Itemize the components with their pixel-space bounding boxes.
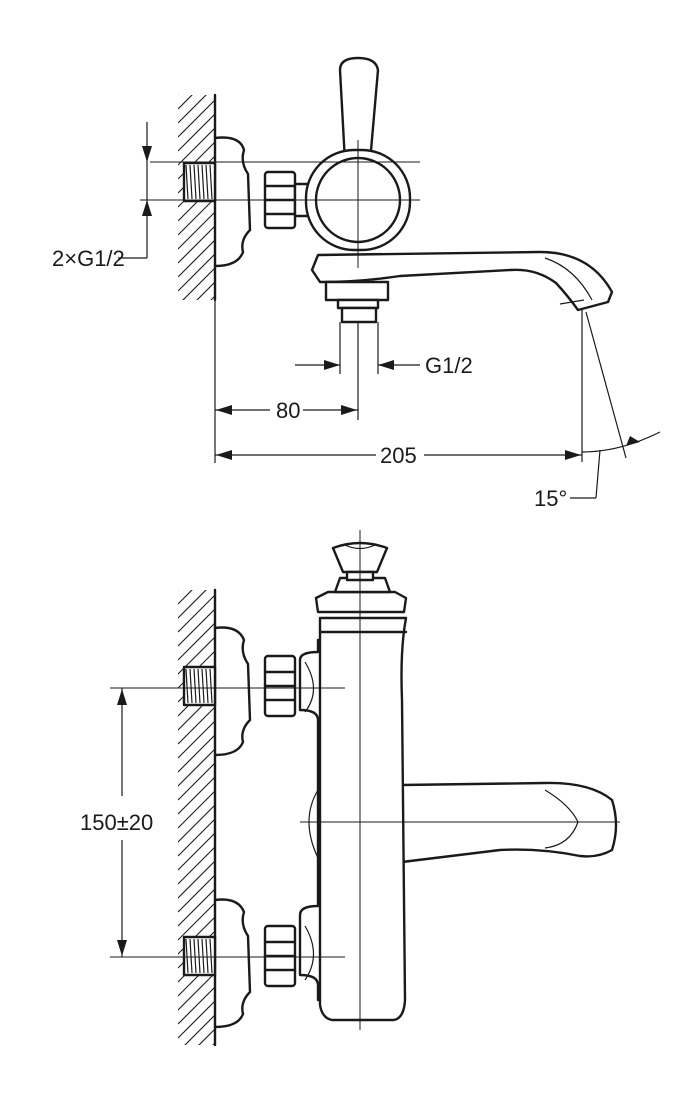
- hatch-line: [178, 126, 216, 166]
- hatch-line: [178, 803, 216, 843]
- hatch-line: [178, 621, 216, 661]
- hatch-line: [178, 112, 216, 152]
- hatch-line: [196, 280, 216, 300]
- dim-80: 80: [214, 300, 359, 463]
- label-outlet-thread: G1/2: [425, 353, 473, 378]
- hatch-line: [178, 817, 216, 857]
- hatch-line: [178, 971, 216, 1011]
- outlet-connector: [324, 280, 390, 324]
- hatch-line: [178, 985, 216, 1025]
- hatch-line: [178, 761, 216, 801]
- centerlines-bottom: [110, 530, 620, 1030]
- hatch-line: [178, 999, 216, 1039]
- hatch-line: [178, 859, 216, 899]
- label-angle: 15°: [534, 486, 567, 511]
- hatch-line: [178, 252, 216, 292]
- label-inlet-centers: 150±20: [80, 810, 153, 835]
- front-view: 150±20: [80, 530, 620, 1047]
- lever-handle: [338, 56, 380, 164]
- hatch-line: [178, 95, 207, 124]
- hatch-line: [178, 887, 216, 927]
- hatch-line: [178, 196, 216, 236]
- dim-inlet-centers: 150±20: [80, 688, 153, 957]
- hatch-line: [178, 590, 179, 591]
- hatch-line: [178, 775, 216, 815]
- hatch-line: [178, 733, 216, 773]
- spout-side: [310, 250, 614, 312]
- hatch-line: [178, 607, 216, 647]
- dim-205: 205: [215, 310, 583, 468]
- hatch-line: [178, 719, 216, 759]
- main-body-column: [318, 616, 408, 1022]
- hex-nut-upper: [263, 654, 297, 718]
- inlet-thread-upper: [182, 665, 217, 707]
- hatch-line: [178, 590, 193, 605]
- dim-angle: 15°: [534, 311, 661, 511]
- hatch-line: [178, 901, 216, 941]
- label-dim-80: 80: [276, 398, 300, 423]
- hatch-line: [212, 1041, 216, 1045]
- label-inlet-thread: 2×G1/2: [52, 246, 125, 271]
- hatch-line: [184, 1013, 216, 1045]
- escutcheon-flange-top: [213, 136, 252, 268]
- wall-bottom: [178, 588, 217, 1047]
- side-view: 2×G1/2 G1/2 80: [52, 56, 661, 511]
- dim-inlet-thread: 2×G1/2: [52, 122, 152, 271]
- hatch-line: [178, 593, 216, 633]
- label-dim-205: 205: [380, 443, 417, 468]
- inlet-thread-top: [182, 161, 217, 203]
- hatch-line: [210, 294, 216, 300]
- hatch-line: [178, 590, 207, 619]
- hex-nut-lower: [263, 924, 297, 988]
- hatch-line: [178, 224, 216, 264]
- hatch-line: [178, 95, 179, 96]
- hatch-line: [178, 238, 216, 278]
- centerlines-top: [140, 140, 420, 268]
- hatch-line: [178, 747, 216, 787]
- hatch-line: [178, 789, 216, 829]
- hatch-line: [178, 845, 216, 885]
- hatch-line: [182, 266, 216, 300]
- cartridge-knob: [314, 541, 408, 614]
- escutcheon-lower: [213, 898, 252, 1029]
- hatch-line: [178, 831, 216, 871]
- hatch-line: [178, 98, 216, 138]
- dim-outlet-thread: G1/2: [295, 322, 473, 378]
- hatch-line: [178, 705, 216, 745]
- escutcheon-upper: [213, 626, 252, 757]
- inlet-thread-lower: [182, 935, 217, 977]
- hatch-line: [178, 210, 216, 250]
- hatch-line: [178, 95, 193, 110]
- hatch-line: [178, 873, 216, 913]
- hatch-line: [198, 1027, 216, 1045]
